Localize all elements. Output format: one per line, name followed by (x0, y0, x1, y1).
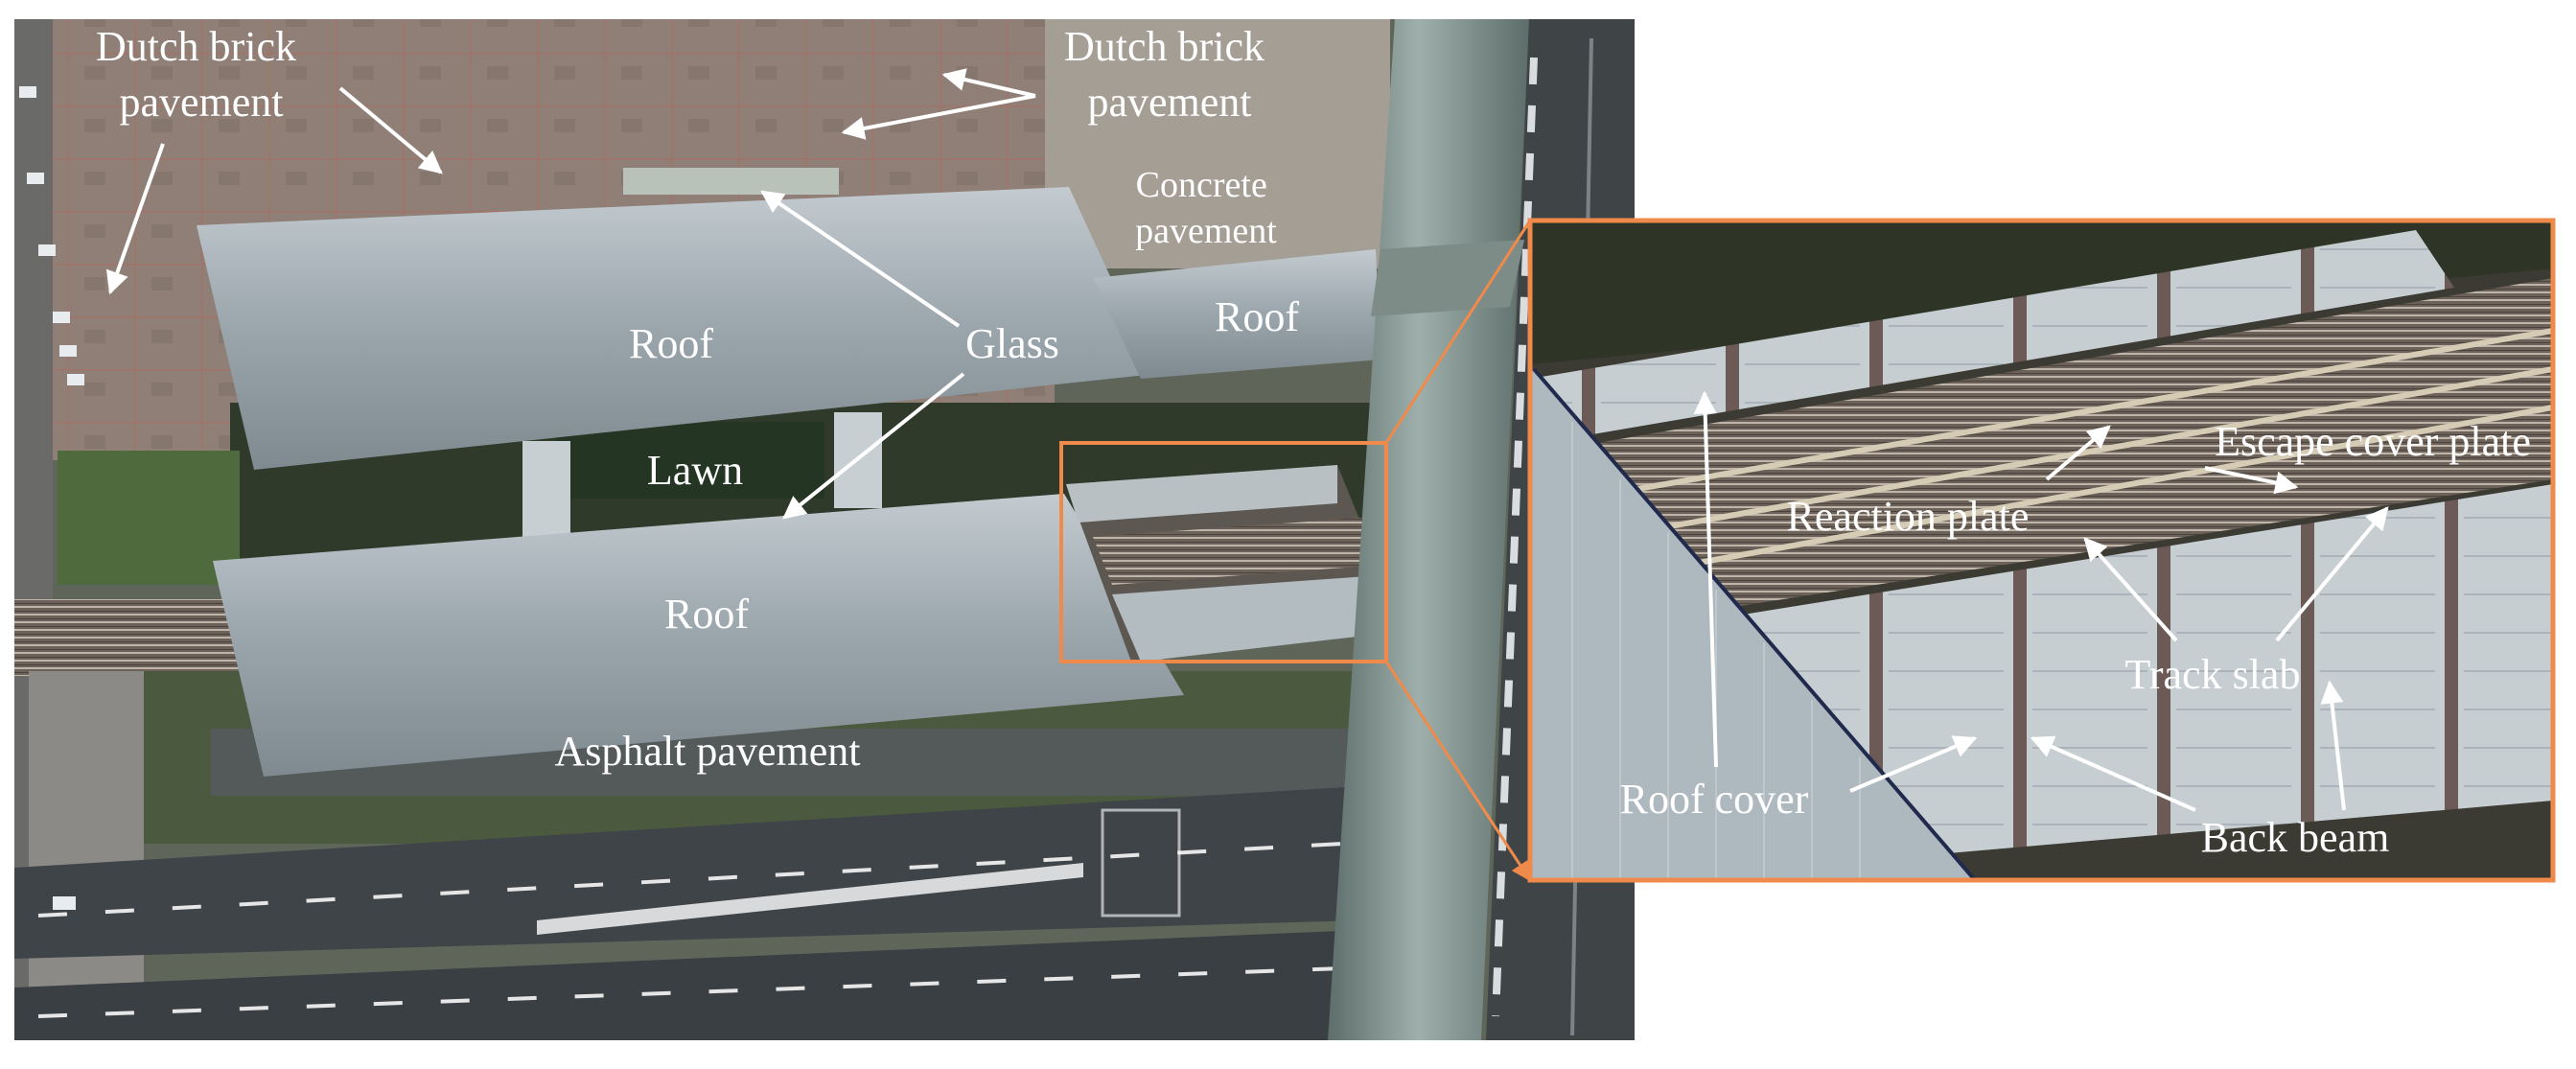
arrow-roof-cover-a (1693, 390, 1718, 768)
exposed-track (1066, 465, 1390, 662)
main-aerial-photo (14, 19, 1635, 1040)
label-reaction-plate: Reaction plate (1787, 493, 2030, 540)
inset-rails (1553, 278, 2553, 623)
arrow-roof-cover-b (1849, 735, 1978, 793)
inset-locator-box (1059, 441, 1388, 663)
roof-3 (213, 494, 1184, 777)
arrow-dutch-brick-1a (338, 86, 443, 174)
concrete-pavement-area (1045, 19, 1390, 268)
inset-detail-photo (1530, 221, 2553, 880)
arrow-dutch-brick-2a (941, 68, 1036, 98)
label-concrete-pavement: Concrete pavement (1135, 165, 1277, 251)
arrow-escape-cover (2204, 466, 2299, 495)
label-roof-2: Roof (1215, 293, 1299, 340)
label-lawn: Lawn (647, 447, 743, 494)
arrow-dutch-brick-2b (841, 94, 1036, 140)
label-asphalt-pavement: Asphalt pavement (555, 728, 861, 775)
inset-upper-slab (1530, 230, 2454, 441)
label-roof-cover: Roof cover (1620, 776, 1809, 823)
label-glass: Glass (965, 320, 1059, 367)
roof-1 (197, 187, 1155, 470)
label-track-slab: Track slab (2125, 651, 2301, 698)
roof-2 (1093, 249, 1381, 379)
arrow-back-beam-b (2320, 680, 2346, 811)
label-roof-1: Roof (629, 320, 713, 367)
highway (14, 786, 1361, 1040)
glass-strip (623, 168, 839, 195)
annotation-arrows-inset (1693, 390, 2389, 812)
arrow-track-slab-a (2083, 537, 2178, 642)
arrow-reaction-plate-a (2045, 425, 2111, 481)
label-dutch-brick-2: Dutch brick pavement (1064, 23, 1275, 126)
arrow-glass-1 (760, 190, 961, 328)
label-dutch-brick-1: Dutch brick pavement (96, 23, 307, 126)
label-roof-3: Roof (664, 591, 749, 638)
arrow-track-slab-b (2275, 506, 2389, 642)
arrow-dutch-brick-1b (105, 143, 165, 295)
inset-frame (1527, 218, 2556, 883)
label-back-beam: Back beam (2201, 814, 2390, 861)
arrow-back-beam-a (2030, 735, 2196, 812)
inset-connector-top (1384, 220, 1532, 444)
arrow-glass-2 (782, 372, 965, 520)
annotation-arrows-main (105, 68, 1036, 520)
label-escape-cover-plate: Escape cover plate (2215, 418, 2531, 465)
lawn-area (556, 422, 824, 499)
inset-connector-bottom (1384, 661, 1532, 882)
